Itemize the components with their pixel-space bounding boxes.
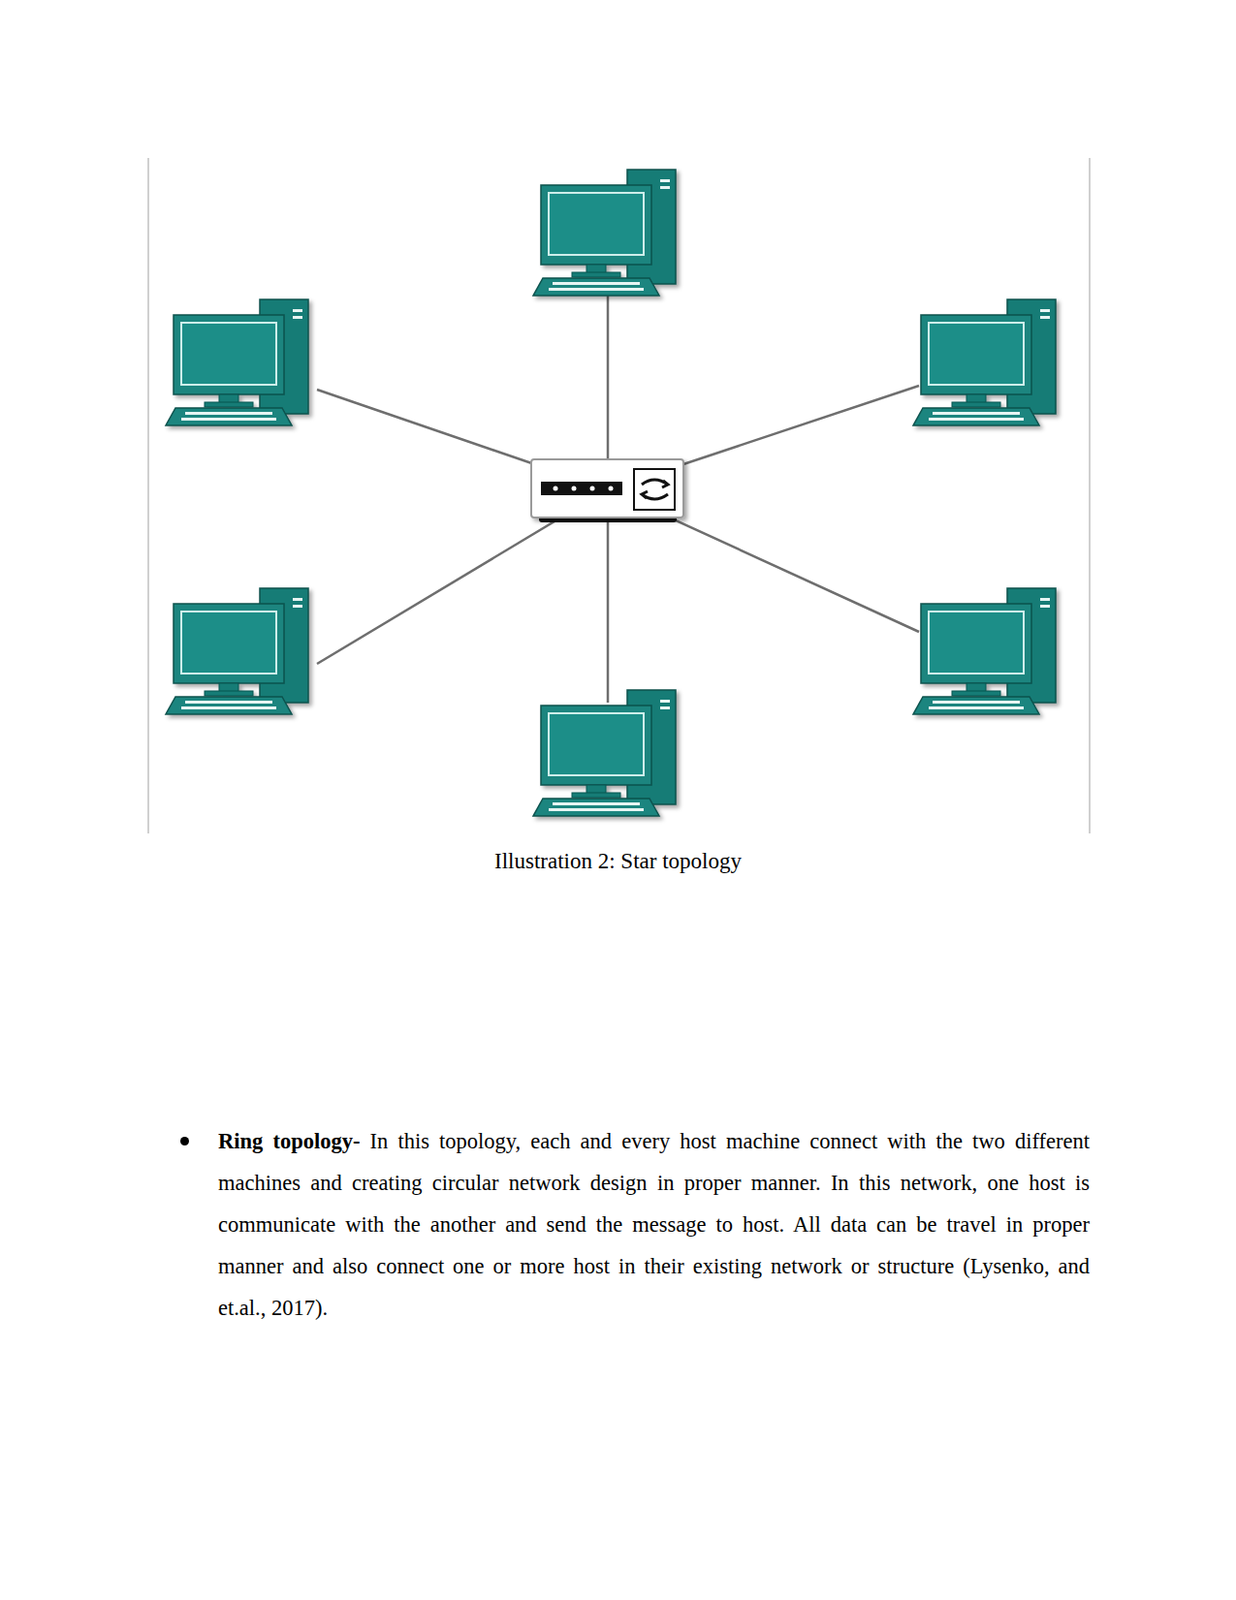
bullet-paragraph: Ring topology- In this topology, each an… [218, 1120, 1090, 1330]
term-heading: Ring topology- [218, 1129, 360, 1154]
computers [165, 169, 1056, 817]
bullet-dot [180, 1137, 190, 1146]
network-cables [316, 295, 920, 703]
frame-line [147, 158, 150, 834]
frame-line [1088, 158, 1091, 834]
network-hub [531, 459, 684, 523]
body-text: In this topology, each and every host ma… [218, 1129, 1090, 1321]
figure-caption: Illustration 2: Star topology [0, 849, 1236, 875]
